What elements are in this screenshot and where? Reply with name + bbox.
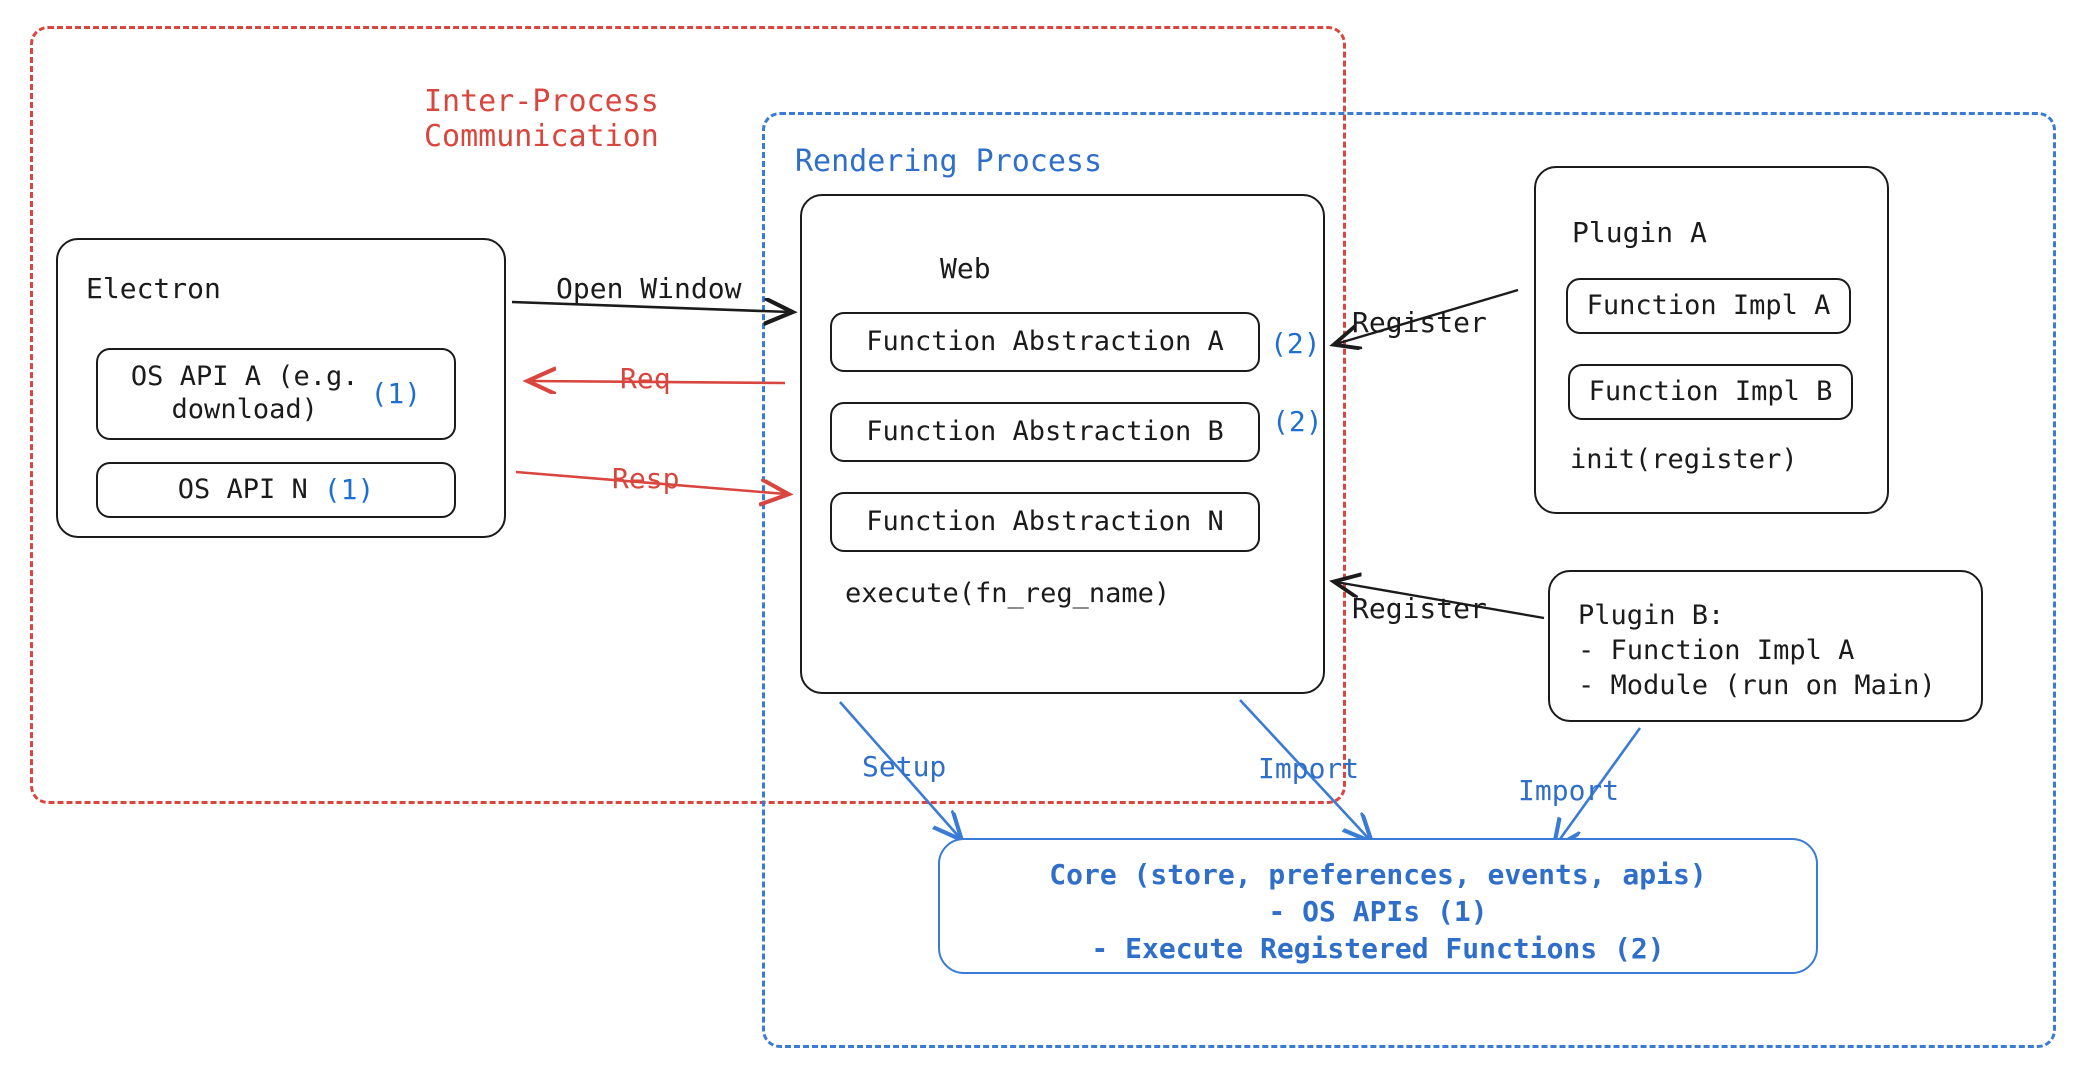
edge-label-register-plugin-a: Register (1352, 306, 1487, 339)
os-api-a-label: OS API A (e.g. download) (130, 361, 359, 425)
function-abstraction-a-tag: (2) (1270, 327, 1321, 360)
function-abstraction-b-box[interactable]: Function Abstraction B (830, 402, 1260, 462)
web-execute-note: execute(fn_reg_name) (845, 578, 1171, 609)
arrow-import-plugin-b (1555, 727, 1642, 846)
edge-label-import-web: Import (1258, 752, 1360, 785)
function-impl-b-box[interactable]: Function Impl B (1568, 364, 1853, 420)
os-api-n-box[interactable]: OS API N (1) (96, 462, 456, 518)
region-title-inter-process-communication: Inter-Process Communication (424, 84, 659, 155)
edge-label-req: Req (620, 362, 671, 395)
arrow-register-plugin-a (1336, 288, 1519, 344)
plugin-a-title: Plugin A (1572, 216, 1707, 249)
arrow-open-window (511, 302, 790, 312)
function-impl-a-label: Function Impl A (1586, 289, 1831, 321)
function-abstraction-b-tag: (2) (1272, 405, 1323, 438)
core-box[interactable] (938, 838, 1818, 974)
plugin-a-init-note: init(register) (1570, 444, 1798, 475)
function-abstraction-a-box[interactable]: Function Abstraction A (830, 312, 1260, 372)
electron-title: Electron (86, 272, 221, 305)
arrow-resp (515, 470, 786, 494)
edge-label-import-plugin-b: Import (1518, 774, 1620, 807)
web-title: Web (940, 252, 991, 285)
function-abstraction-a-label: Function Abstraction A (866, 325, 1224, 357)
plugin-a-box[interactable] (1534, 166, 1889, 514)
plugin-b-box[interactable] (1548, 570, 1983, 722)
os-api-a-box[interactable]: OS API A (e.g. download) (1) (96, 348, 456, 440)
arrow-import-web (1239, 699, 1370, 840)
function-abstraction-n-box[interactable]: Function Abstraction N (830, 492, 1260, 552)
os-api-n-label: OS API N (177, 473, 308, 505)
plugin-b-text: Plugin B: - Function Impl A - Module (ru… (1578, 600, 1936, 702)
edge-label-open-window: Open Window (556, 272, 742, 305)
arrow-register-plugin-b (1336, 582, 1545, 620)
os-api-a-tag: (1) (370, 376, 422, 410)
os-api-n-tag: (1) (323, 472, 375, 506)
region-title-rendering-process: Rendering Process (795, 144, 1103, 179)
edge-label-setup: Setup (862, 750, 947, 783)
function-impl-b-label: Function Impl B (1588, 375, 1833, 407)
edge-label-resp: Resp (612, 462, 680, 495)
arrow-req (530, 381, 786, 383)
function-abstraction-b-label: Function Abstraction B (866, 415, 1224, 447)
edge-label-register-plugin-b: Register (1352, 592, 1487, 625)
function-impl-a-box[interactable]: Function Impl A (1566, 278, 1851, 334)
core-text: Core (store, preferences, events, apis) … (1049, 858, 1707, 966)
arrow-setup (839, 701, 960, 838)
function-abstraction-n-label: Function Abstraction N (866, 505, 1224, 537)
